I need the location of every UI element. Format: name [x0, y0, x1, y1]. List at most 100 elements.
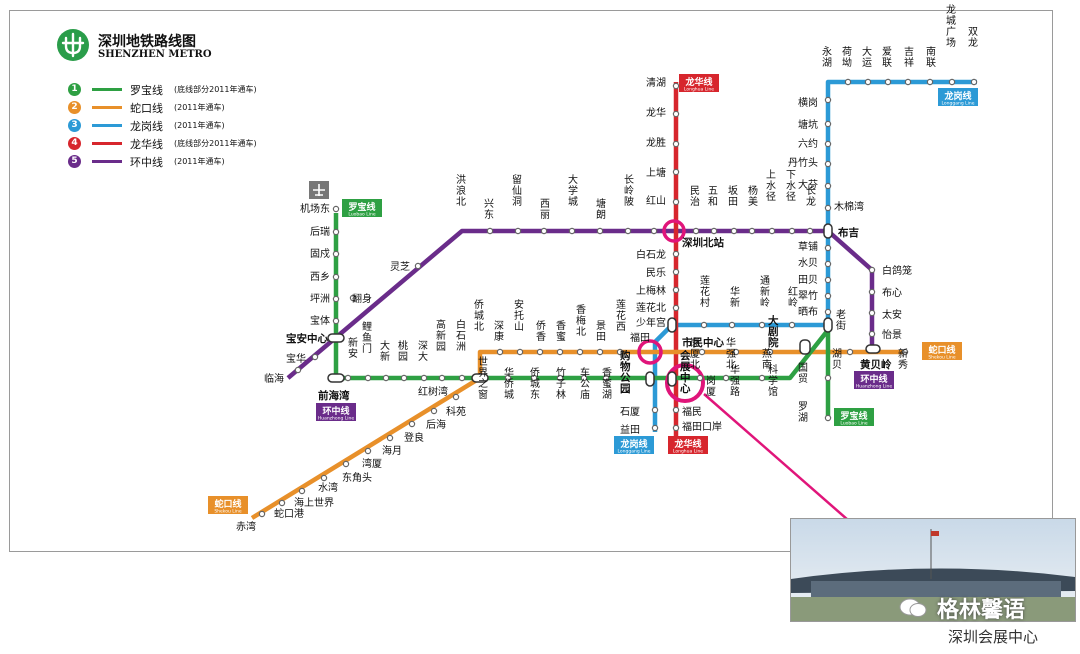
station-label[interactable]: 海上世界	[294, 496, 334, 509]
station-label[interactable]: 侨城东	[530, 367, 540, 401]
station-label[interactable]: 长龙	[806, 185, 816, 208]
station-label[interactable]: 老街	[836, 308, 846, 332]
station-label[interactable]: 坂田	[728, 185, 738, 208]
station-label[interactable]: 宝体	[310, 314, 330, 327]
station-label[interactable]: 福田	[630, 331, 650, 344]
station-label[interactable]: 横岗	[798, 96, 818, 109]
station-label[interactable]: 民乐	[646, 267, 666, 279]
station-label[interactable]: 龙城广场	[946, 3, 956, 49]
station-label[interactable]: 岗厦	[706, 375, 716, 398]
station-label[interactable]: 新安	[348, 336, 358, 360]
station-label[interactable]: 红山	[646, 194, 666, 207]
station-label[interactable]: 益田	[620, 423, 640, 436]
station-label[interactable]: 白石龙	[636, 248, 666, 261]
legend-item[interactable]: 2 蛇口线 (2011年通车)	[68, 100, 308, 118]
station-label[interactable]: 翻身	[352, 292, 372, 305]
station-label[interactable]: 科苑	[446, 405, 466, 418]
station-label[interactable]: 会展中心	[680, 349, 691, 395]
legend-item[interactable]: 1 罗宝线 (底线部分2011年通车)	[68, 82, 308, 100]
station-label[interactable]: 大运	[862, 45, 872, 69]
station-label[interactable]: 侨城北	[474, 299, 484, 333]
station-label[interactable]: 购物公园	[620, 349, 631, 395]
station-label[interactable]: 华侨城	[504, 366, 514, 401]
station-label[interactable]: 龙胜	[646, 136, 666, 149]
station-label[interactable]: 燕南	[762, 348, 772, 371]
station-label[interactable]: 塘朗	[596, 197, 606, 221]
station-label[interactable]: 鲤鱼门	[362, 320, 372, 355]
station-label[interactable]: 永湖	[822, 45, 832, 69]
station-label[interactable]: 荷坳	[842, 46, 852, 69]
station-label[interactable]: 灵芝	[390, 260, 410, 273]
station-label[interactable]: 高新园	[436, 318, 446, 353]
station-label[interactable]: 莲花西	[616, 299, 626, 333]
station-label[interactable]: 海月	[382, 444, 402, 457]
station-label[interactable]: 大芬	[798, 178, 818, 191]
legend-item[interactable]: 5 环中线 (2011年通车)	[68, 154, 308, 172]
station-label[interactable]: 上塘	[646, 166, 666, 179]
station-label[interactable]: 田贝	[798, 274, 818, 286]
station-label[interactable]: 深大	[418, 340, 428, 363]
station-label[interactable]: 临海	[264, 372, 284, 385]
station-label[interactable]: 水贝	[798, 257, 818, 269]
station-label[interactable]: 翠竹	[798, 289, 818, 302]
station-label[interactable]: 机场东	[300, 202, 330, 215]
station-label[interactable]: 爱联	[882, 45, 892, 69]
station-label[interactable]: 民治	[690, 185, 700, 208]
station-label[interactable]: 长岭陂	[624, 174, 634, 208]
legend-item[interactable]: 4 龙华线 (底线部分2011年通车)	[68, 136, 308, 154]
station-label[interactable]: 莲花北	[636, 301, 666, 314]
station-label[interactable]: 清湖	[646, 76, 666, 89]
station-label[interactable]: 宝安中心	[286, 332, 328, 345]
station-label[interactable]: 华强北	[726, 336, 736, 371]
station-label[interactable]: 水湾	[318, 481, 338, 494]
station-label[interactable]: 侨香	[536, 320, 546, 343]
station-label[interactable]: 科学馆	[768, 363, 778, 398]
station-label[interactable]: 西丽	[540, 199, 550, 221]
station-label[interactable]: 西乡	[310, 271, 330, 283]
station-label[interactable]: 上水径	[766, 169, 776, 203]
station-label[interactable]: 景田	[596, 320, 606, 343]
station-label[interactable]: 兴东	[484, 198, 494, 221]
station-label[interactable]: 赤湾	[236, 520, 256, 533]
station-label[interactable]: 白鸽笼	[882, 264, 912, 277]
station-label[interactable]: 莲花村	[700, 275, 710, 309]
station-label[interactable]: 前海湾	[318, 389, 350, 402]
station-label[interactable]: 丹竹头	[788, 156, 818, 169]
station-label[interactable]: 市民中心	[682, 336, 724, 349]
station-label[interactable]: 大新	[380, 339, 390, 363]
station-label[interactable]: 杨美	[748, 184, 758, 208]
station-label[interactable]: 白石洲	[456, 318, 466, 353]
station-label[interactable]: 世界之窗	[478, 356, 488, 401]
station-label[interactable]: 黄贝岭	[860, 358, 892, 371]
station-label[interactable]: 湖贝	[832, 348, 842, 371]
station-label[interactable]: 晒布	[798, 306, 818, 318]
station-label[interactable]: 深康	[494, 320, 504, 343]
station-label[interactable]: 东角头	[342, 471, 372, 484]
station-label[interactable]: 布心	[882, 287, 902, 299]
station-label[interactable]: 香梅北	[576, 304, 586, 338]
station-label[interactable]: 安托山	[514, 298, 524, 333]
station-label[interactable]: 木棉湾	[834, 200, 864, 213]
legend-item[interactable]: 3 龙岗线 (2011年通车)	[68, 118, 308, 136]
station-label[interactable]: 红树湾	[418, 385, 448, 398]
station-label[interactable]: 双龙	[968, 26, 978, 49]
station-label[interactable]: 石厦	[620, 406, 640, 418]
station-label[interactable]: 岗厦北	[690, 337, 700, 371]
station-label[interactable]: 福田口岸	[682, 420, 722, 433]
station-label[interactable]: 怡景	[882, 328, 902, 341]
station-label[interactable]: 少年宫	[636, 316, 666, 329]
station-label[interactable]: 福民	[682, 405, 702, 418]
station-label[interactable]: 竹子林	[556, 366, 566, 401]
station-label[interactable]: 车公庙	[580, 366, 590, 401]
station-label[interactable]: 太安	[882, 308, 902, 321]
station-label[interactable]: 南联	[926, 45, 936, 69]
station-label[interactable]: 香蜜	[556, 320, 566, 343]
station-label[interactable]: 华新	[730, 285, 740, 309]
station-label[interactable]: 新秀	[898, 347, 908, 371]
station-label[interactable]: 宝华	[286, 352, 306, 365]
station-label[interactable]: 红岭	[788, 285, 798, 309]
station-label[interactable]: 塘坑	[798, 118, 818, 131]
station-label[interactable]: 罗湖	[798, 401, 808, 424]
station-label[interactable]: 六约	[798, 137, 818, 150]
station-label[interactable]: 蛇口港	[274, 507, 304, 520]
